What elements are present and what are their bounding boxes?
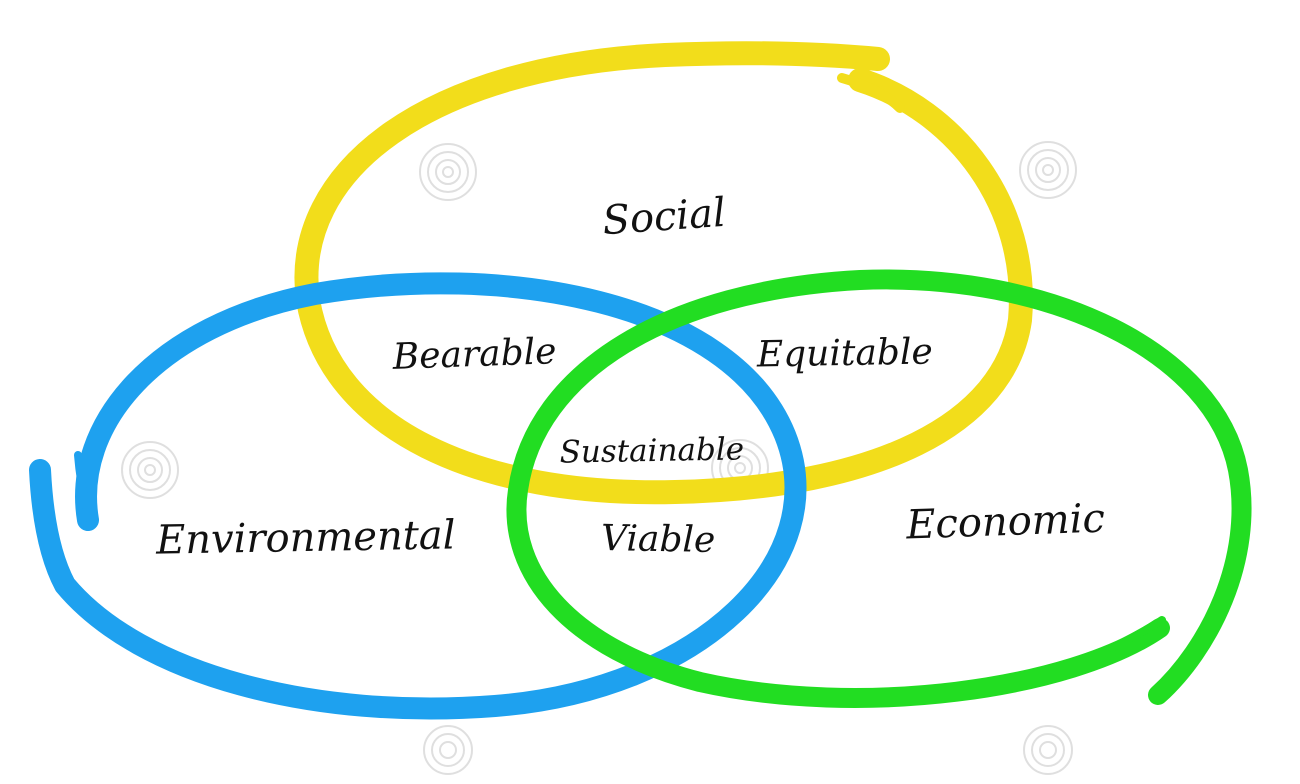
economic-ring (506, 269, 1252, 708)
economic-ring-tail-stroke (1108, 616, 1166, 652)
watermark-spiral-icon (1019, 141, 1077, 199)
watermark-spiral-icon (711, 439, 769, 497)
watermark-spiral-icon (121, 441, 179, 499)
bearable-label: Bearable (391, 331, 557, 378)
social-label: Social (601, 190, 727, 244)
economic-label: Economic (904, 496, 1105, 549)
environmental-ring-main-stroke (29, 272, 807, 720)
equitable-label: Equitable (756, 331, 934, 375)
watermark-spiral-icon (1023, 725, 1073, 775)
economic-ring-main-stroke (506, 269, 1252, 708)
viable-label: Viable (601, 518, 716, 561)
environmental-ring-tail-stroke (74, 451, 94, 524)
watermark-spiral-icon (423, 725, 473, 775)
environmental-label: Environmental (155, 512, 456, 563)
watermark-spiral-icon (419, 143, 477, 201)
sustainable-label: Sustainable (559, 431, 744, 470)
environmental-ring (29, 272, 807, 720)
watermark-group (121, 141, 1077, 775)
social-ring-tail-stroke (837, 73, 905, 113)
